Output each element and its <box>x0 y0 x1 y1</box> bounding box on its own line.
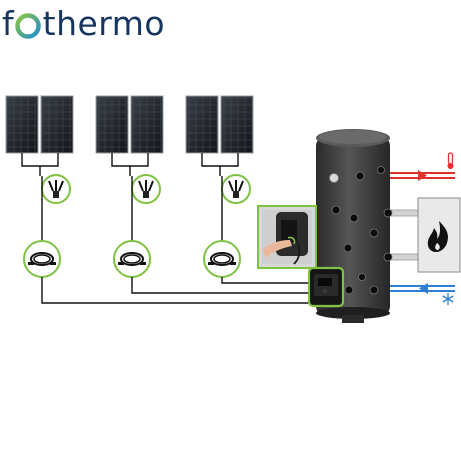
tank-ports <box>329 166 393 295</box>
solar-array-3 <box>185 95 254 154</box>
branch-connector-2 <box>131 174 161 204</box>
cable-vertical <box>41 176 223 245</box>
branch-connector-3 <box>221 174 251 204</box>
branch-connector-1 <box>41 174 71 204</box>
panel-wiring <box>21 153 239 176</box>
cable-coil-3 <box>203 240 241 278</box>
cold-water-pipe <box>390 283 455 294</box>
brand-ring-icon <box>14 13 41 39</box>
flame-icon <box>427 221 449 252</box>
cable-runs <box>41 277 316 304</box>
snowflake-icon <box>442 293 454 305</box>
boiler-box <box>417 197 461 273</box>
solar-panel <box>130 95 164 154</box>
solar-array-2 <box>95 95 164 154</box>
pv-controller-unit <box>307 266 345 308</box>
brand-logo: f thermo <box>2 0 165 44</box>
brand-name-prefix: f <box>2 4 14 43</box>
boiler-pipes <box>385 209 419 261</box>
solar-array-1 <box>5 95 74 154</box>
hot-water-pipe <box>390 170 455 181</box>
solar-panel <box>5 95 39 154</box>
solar-panel <box>220 95 254 154</box>
thermometer-icon <box>447 152 454 169</box>
brand-name-rest: thermo <box>42 4 166 43</box>
cable-coil-1 <box>23 240 61 278</box>
installation-inset-photo <box>257 205 317 269</box>
solar-panel <box>95 95 129 154</box>
cable-coil-2 <box>113 240 151 278</box>
solar-panel <box>185 95 219 154</box>
solar-panel <box>40 95 74 154</box>
